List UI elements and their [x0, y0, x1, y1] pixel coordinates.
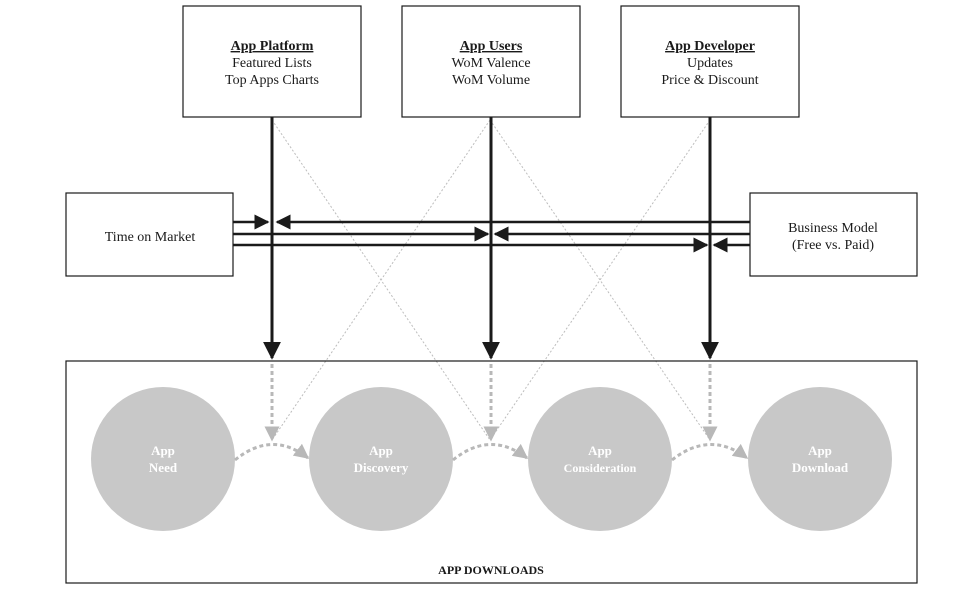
time-on-market-box: Time on Market	[65, 192, 234, 277]
stage-line-2: Download	[792, 460, 849, 475]
app-platform-box: App Platform Featured Lists Top Apps Cha…	[182, 5, 362, 118]
flow-arrow-need-to-discovery	[234, 443, 310, 462]
diagonal-line	[489, 119, 711, 441]
app-developer-line-2: Price & Discount	[661, 73, 758, 88]
app-platform-line-2: Top Apps Charts	[225, 73, 319, 88]
app-platform-title: App Platform	[231, 39, 314, 54]
app-users-box: App Users WoM Valence WoM Volume	[401, 5, 581, 118]
dotted-down-arrows	[264, 364, 718, 442]
stage-circles: App Need App Discovery App Consideration…	[91, 387, 892, 531]
stage-line-1: App	[369, 443, 393, 458]
app-platform-line-1: Featured Lists	[232, 56, 312, 71]
app-users-line-1: WoM Valence	[451, 56, 530, 71]
business-model-line-2: (Free vs. Paid)	[792, 238, 874, 253]
app-downloads-label: APP DOWNLOADS	[438, 563, 544, 577]
stage-line-1: App	[808, 443, 832, 458]
flow-arrow-consideration-to-download	[671, 443, 749, 462]
app-users-title: App Users	[460, 39, 523, 54]
stage-flow-arrows	[234, 443, 749, 462]
business-model-line-1: Business Model	[788, 221, 878, 236]
top-boxes: App Platform Featured Lists Top Apps Cha…	[182, 5, 800, 118]
stage-app-need: App Need	[91, 387, 235, 531]
app-downloads-container: APP DOWNLOADS	[65, 360, 918, 584]
app-users-line-2: WoM Volume	[452, 73, 530, 88]
diagonal-line	[271, 119, 491, 441]
time-on-market-label: Time on Market	[105, 230, 196, 245]
stage-line-1: App	[588, 443, 612, 458]
app-developer-line-1: Updates	[687, 56, 733, 71]
app-developer-box: App Developer Updates Price & Discount	[620, 5, 800, 118]
vertical-arrows	[263, 117, 719, 360]
stage-app-consideration: App Consideration	[528, 387, 672, 531]
stage-app-discovery: App Discovery	[309, 387, 453, 531]
stage-line-2: Need	[149, 460, 178, 475]
app-developer-title: App Developer	[665, 39, 755, 54]
moderator-arrows	[233, 214, 750, 253]
diagonal-line	[489, 119, 711, 441]
stage-line-2: Consideration	[564, 461, 637, 475]
business-model-box: Business Model (Free vs. Paid)	[749, 192, 918, 277]
diagonal-influence-lines	[271, 119, 711, 441]
stage-line-2: Discovery	[354, 460, 409, 475]
stage-app-download: App Download	[748, 387, 892, 531]
stage-line-1: App	[151, 443, 175, 458]
flow-arrow-discovery-to-consideration	[452, 443, 529, 462]
